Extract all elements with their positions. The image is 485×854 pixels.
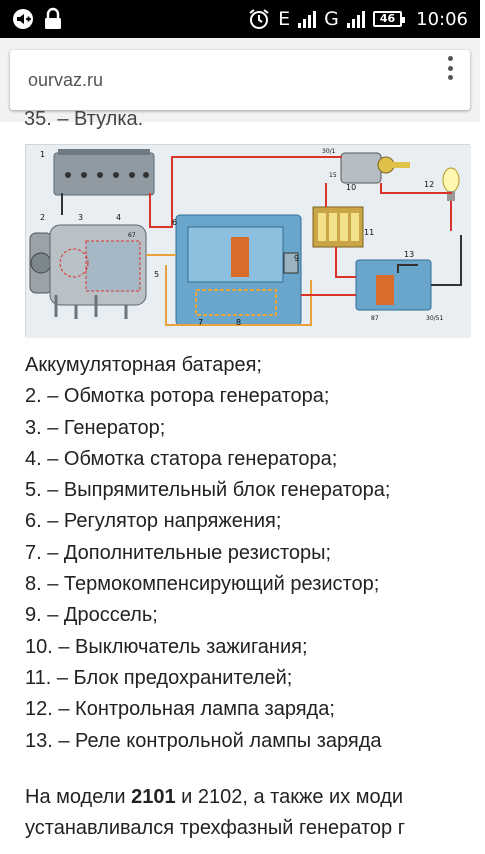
browser-toolbar: ourvaz.ru (0, 38, 480, 122)
article-paragraph: На модели 2101 и 2102, а также их моди у… (25, 782, 485, 844)
overflow-menu-icon[interactable] (438, 54, 462, 82)
battery-terminals (65, 172, 149, 178)
generator (29, 224, 147, 319)
diagram-label-13: 13 (404, 250, 414, 259)
diagram-label-30-1: 30/1 (322, 148, 336, 155)
diagram-label-67: 67 (128, 232, 136, 239)
page-content: 35. – Втулка. (0, 108, 480, 854)
legend-item: 13. – Реле контрольной лампы заряда (25, 729, 382, 752)
lock-icon (44, 7, 62, 30)
legend-item: 2. – Обмотка ротора генератора; (25, 385, 330, 408)
paragraph-line-1: На модели 2101 и 2102, а также их моди (25, 786, 404, 808)
diagram-label-7: 7 (198, 318, 203, 327)
legend-item: 4. – Обмотка статора генератора; (25, 447, 338, 470)
diagram-label-87: 87 (371, 315, 379, 322)
legend-item: Аккумуляторная батарея; (25, 354, 262, 376)
alarm-clock-icon (248, 8, 270, 30)
wiring-diagram-svg: 1 2 3 4 5 6 7 8 9 10 11 12 13 30/1 15 67… (26, 145, 471, 338)
clipped-text-line: 35. – Втулка. (24, 108, 144, 130)
diagram-label-30-51: 30/51 (426, 315, 443, 322)
diagram-legend: Аккумуляторная батарея; 2. – Обмотка рот… (25, 350, 480, 757)
diagram-label-3: 3 (78, 213, 83, 222)
legend-item: 5. – Выпрямительный блок генератора; (25, 479, 391, 502)
diagram-label-10: 10 (346, 183, 356, 192)
voltage-regulator (175, 214, 302, 326)
model-number: 2101 (131, 786, 176, 808)
fuse-block (312, 206, 364, 248)
legend-item: 6. – Регулятор напряжения; (25, 510, 282, 533)
wiring-diagram: 1 2 3 4 5 6 7 8 9 10 11 12 13 30/1 15 67… (25, 144, 471, 338)
legend-item: 8. – Термокомпенсирующий резистор; (25, 573, 380, 596)
legend-item: 12. – Контрольная лампа заряда; (25, 698, 335, 721)
legend-item: 7. – Дополнительные резисторы; (25, 541, 332, 564)
status-bar: E G 46 10:06 (0, 0, 480, 38)
clock-time: 10:06 (416, 8, 468, 30)
diagram-label-5: 5 (154, 270, 159, 279)
legend-item: 3. – Генератор; (25, 416, 166, 439)
diagram-label-1: 1 (40, 150, 45, 159)
legend-item: 11. – Блок предохранителей; (25, 666, 293, 689)
charge-lamp-relay (355, 259, 432, 311)
battery-icon: 46 (372, 11, 406, 27)
network-type-e: E (278, 8, 291, 30)
diagram-label-11: 11 (364, 228, 374, 237)
diagram-label-9: 9 (294, 254, 299, 263)
legend-item: 10. – Выключатель зажигания; (25, 635, 308, 658)
volume-plus-icon (12, 8, 34, 30)
signal-icon-2 (346, 10, 365, 28)
network-type-g: G (324, 8, 339, 30)
legend-item: 9. – Дроссель; (25, 604, 158, 627)
diagram-label-8: 8 (236, 318, 241, 327)
ignition-switch (340, 152, 410, 184)
diagram-label-12: 12 (424, 180, 434, 189)
diagram-label-15: 15 (329, 172, 337, 179)
url-text[interactable]: ourvaz.ru (28, 69, 104, 90)
signal-icon (298, 10, 317, 28)
paragraph-line-2: устанавливался трехфазный генератор г (25, 817, 405, 839)
address-bar[interactable]: ourvaz.ru (10, 50, 470, 110)
diagram-label-6: 6 (172, 218, 177, 227)
diagram-label-4: 4 (116, 213, 121, 222)
diagram-label-2: 2 (40, 213, 45, 222)
